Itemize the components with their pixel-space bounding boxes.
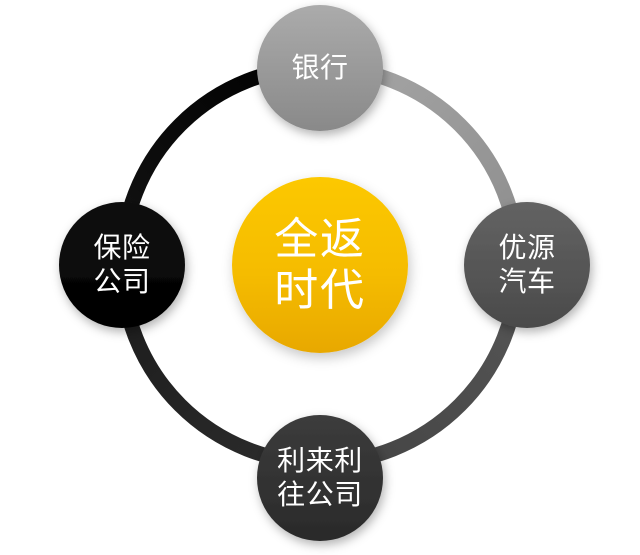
node-circle-bottom <box>257 415 383 541</box>
node-circle-left <box>59 202 185 328</box>
node-circle-top <box>257 5 383 131</box>
hub-circle <box>232 177 408 353</box>
node-circle-right <box>464 202 590 328</box>
